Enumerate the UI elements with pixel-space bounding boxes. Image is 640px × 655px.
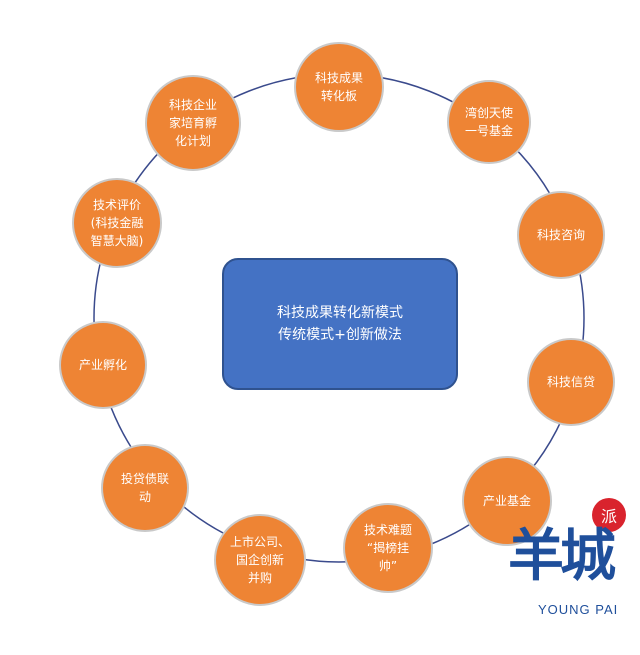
node-cy-jj: 产业基金 xyxy=(462,456,552,546)
center-box: 科技成果转化新模式 传统模式+创新做法 xyxy=(222,258,458,390)
node-label: 投贷债联 动 xyxy=(120,472,169,504)
node-label: 产业孵化 xyxy=(78,358,127,372)
node-kj-qy: 科技企业 家培育孵 化计划 xyxy=(145,75,241,171)
node-label: 科技成果 转化板 xyxy=(314,71,363,103)
logo-english: YOUNG PAI xyxy=(538,602,619,617)
logo-chars: 羊城 xyxy=(508,523,616,589)
node-label: 上市公司、 国企创新 并购 xyxy=(229,535,290,585)
node-ss-gs: 上市公司、 国企创新 并购 xyxy=(214,514,306,606)
node-js-nt: 技术难题 “揭榜挂 帅” xyxy=(343,503,433,593)
node-kj-xd: 科技信贷 xyxy=(527,338,615,426)
logo-badge: 派 xyxy=(592,498,626,532)
node-cy-fh: 产业孵化 xyxy=(59,321,147,409)
node-kj-zx: 科技咨询 xyxy=(517,191,605,279)
node-td-zl: 投贷债联 动 xyxy=(101,444,189,532)
node-wc-ts: 湾创天使 一号基金 xyxy=(447,80,531,164)
center-title: 科技成果转化新模式 xyxy=(277,305,403,321)
node-label: 技术评价 (科技金融 智慧大脑) xyxy=(90,198,144,248)
center-subtitle: 传统模式+创新做法 xyxy=(278,327,402,343)
node-js-pj: 技术评价 (科技金融 智慧大脑) xyxy=(72,178,162,268)
node-label: 科技咨询 xyxy=(536,228,585,242)
node-label: 技术难题 “揭榜挂 帅” xyxy=(363,523,412,573)
node-label: 产业基金 xyxy=(482,494,531,508)
node-kjcg-zhb: 科技成果 转化板 xyxy=(294,42,384,132)
logo: 派 羊城 YOUNG PAI xyxy=(508,498,633,638)
node-label: 科技企业 家培育孵 化计划 xyxy=(168,98,217,148)
node-label: 科技信贷 xyxy=(546,375,595,389)
node-label: 湾创天使 一号基金 xyxy=(464,106,513,138)
